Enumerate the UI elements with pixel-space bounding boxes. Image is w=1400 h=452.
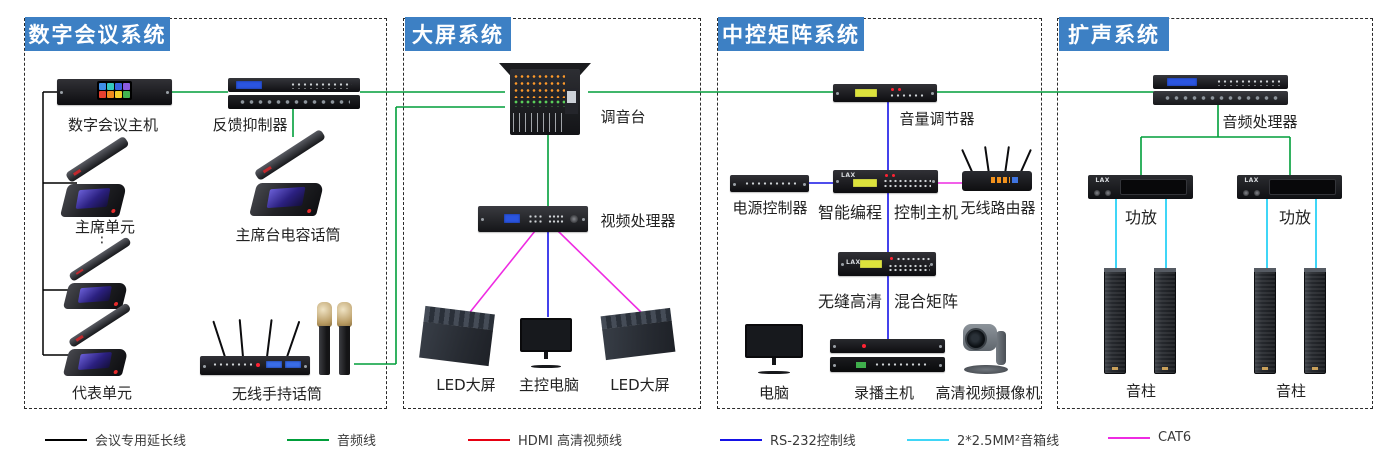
mixer-device	[499, 63, 591, 135]
host-touchscreen	[97, 81, 132, 100]
wireless-router-label: 无线路由器	[960, 199, 1036, 217]
matrix-brand: LAX	[846, 259, 861, 266]
legend-cat6-line: CAT6	[1108, 430, 1191, 445]
legend-rs232-line: RS-232控制线	[720, 430, 856, 449]
column-speaker-3	[1254, 268, 1276, 374]
legend-audio-text: 音频线	[337, 434, 377, 449]
recorder-label: 录播主机	[853, 384, 914, 402]
legend-rs232-swatch	[720, 438, 762, 441]
delegate-unit-device	[60, 302, 140, 378]
chairman-desk-mic-label: 主席台电容话筒	[235, 226, 341, 244]
legend-conference-line: 会议专用延长线	[45, 430, 186, 449]
led-screen-left-device	[419, 305, 495, 367]
recorder-device	[830, 339, 945, 372]
legend-audio-line: 音频线	[287, 430, 376, 449]
legend-hdmi-line: HDMI 高清视频线	[468, 430, 622, 449]
legend-cat6-text: CAT6	[1158, 430, 1192, 445]
matrix-label-1: 无缝高清	[817, 292, 882, 311]
power-controller-device	[730, 175, 809, 192]
column-speaker-2	[1154, 268, 1176, 374]
conference-host-label: 数字会议主机	[67, 116, 158, 134]
column-speaker-left-label: 音柱	[1125, 382, 1156, 400]
handheld-mic-2	[337, 302, 352, 380]
legend-speakerwire-line: 2*2.5MM²音箱线	[907, 430, 1059, 449]
led-screen-right-label: LED大屏	[610, 376, 670, 394]
master-pc-label: 主控电脑	[518, 376, 579, 394]
amplifier-left-brand: LAX	[1095, 176, 1110, 184]
legend-hdmi-swatch	[468, 438, 510, 441]
audio-processor-label: 音频处理器	[1222, 113, 1298, 131]
legend-cat6-swatch	[1108, 436, 1150, 439]
control-host-device: LAX	[833, 170, 938, 193]
handheld-mic-1	[317, 302, 332, 380]
section-pa	[1057, 18, 1373, 409]
legend-rs232-text: RS-232控制线	[770, 434, 856, 449]
camera-device	[960, 322, 1012, 374]
matrix-label-2: 混合矩阵	[894, 292, 959, 311]
section-central-control	[717, 18, 1042, 409]
volume-controller-device	[833, 84, 937, 102]
legend-conference-swatch	[45, 438, 87, 441]
camera-label: 高清视频摄像机	[935, 384, 1041, 402]
legend-speakerwire-swatch	[907, 438, 949, 441]
led-screen-right-device	[600, 307, 676, 361]
control-host-brand: LAX	[841, 172, 856, 179]
amplifier-left-device: LAX	[1088, 175, 1193, 199]
section-big-screen	[403, 18, 701, 409]
wireless-mic-label: 无线手持话筒	[231, 385, 322, 403]
master-pc-device	[520, 318, 572, 368]
video-processor-device	[478, 206, 588, 232]
feedback-suppressor-device	[228, 78, 360, 109]
video-processor-label: 视频处理器	[600, 212, 676, 230]
legend-hdmi-text: HDMI 高清视频线	[518, 434, 622, 449]
matrix-device: LAX	[838, 252, 936, 276]
more-units-ellipsis: ⋮	[94, 228, 110, 246]
delegate-unit-label: 代表单元	[71, 384, 132, 402]
audio-processor-device	[1153, 75, 1288, 105]
section-title-pa: 扩声系统	[1059, 17, 1169, 51]
section-title-big-screen: 大屏系统	[405, 17, 511, 51]
amplifier-right-device: LAX	[1237, 175, 1342, 199]
section-digital-conference	[24, 18, 387, 409]
unit-2-device	[60, 236, 140, 310]
section-title-central-control: 中控矩阵系统	[718, 17, 864, 51]
control-host-label-1: 智能编程	[817, 203, 882, 222]
feedback-suppressor-label: 反馈抑制器	[212, 116, 288, 134]
chairman-unit-label: 主席单元	[74, 218, 135, 236]
legend-speakerwire-text: 2*2.5MM²音箱线	[957, 434, 1060, 449]
led-screen-left-label: LED大屏	[436, 376, 496, 394]
amplifier-right-label: 功放	[1278, 208, 1311, 227]
control-host-label-2: 控制主机	[894, 203, 959, 222]
power-controller-label: 电源控制器	[732, 199, 808, 217]
pc-device	[745, 324, 803, 374]
volume-controller-label: 音量调节器	[899, 110, 975, 128]
mixer-label: 调音台	[600, 108, 646, 126]
column-speaker-1	[1104, 268, 1126, 374]
chairman-unit-device	[58, 132, 138, 218]
legend-conference-text: 会议专用延长线	[95, 434, 187, 449]
wireless-receiver-device	[200, 318, 310, 375]
amplifier-left-label: 功放	[1124, 208, 1157, 227]
column-speaker-4	[1304, 268, 1326, 374]
pc-label: 电脑	[758, 384, 789, 402]
chairman-desk-mic-device	[246, 129, 336, 218]
legend-audio-swatch	[287, 438, 329, 441]
column-speaker-right-label: 音柱	[1275, 382, 1306, 400]
section-title-digital-conference: 数字会议系统	[25, 17, 170, 51]
wireless-router-device	[961, 146, 1032, 191]
amplifier-right-brand: LAX	[1244, 176, 1259, 184]
conference-host-device	[57, 79, 172, 105]
